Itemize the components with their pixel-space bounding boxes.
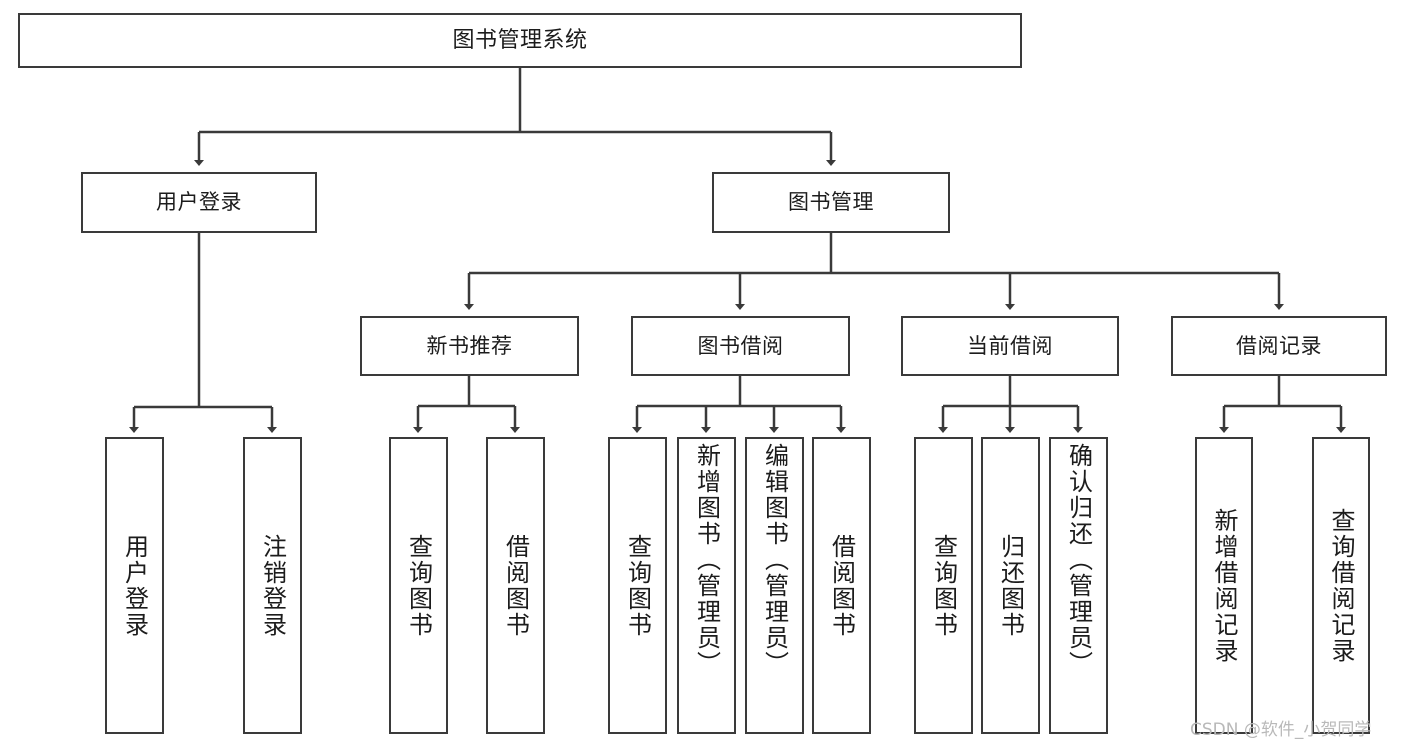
node-label: 查询借阅记录	[1327, 507, 1355, 664]
node-label: 查询图书	[404, 533, 433, 638]
node-book-borrow[interactable]: 图书借阅	[631, 316, 850, 376]
leaf-current-query-book[interactable]: 查询图书	[914, 437, 973, 734]
node-root-book-management-system[interactable]: 图书管理系统	[18, 13, 1022, 68]
node-label: 图书管理系统	[452, 27, 588, 53]
leaf-recommend-query-book[interactable]: 查询图书	[389, 437, 448, 734]
node-label: 查询图书	[929, 533, 958, 638]
leaf-borrow-add-book-admin[interactable]: 新增图书（管理员）	[677, 437, 736, 734]
node-label: 编辑图书（管理员）	[760, 443, 789, 677]
node-label: 新书推荐	[426, 333, 513, 358]
node-new-book-recommend[interactable]: 新书推荐	[360, 316, 579, 376]
leaf-borrow-borrow-book[interactable]: 借阅图书	[812, 437, 871, 734]
leaf-current-confirm-return-admin[interactable]: 确认归还（管理员）	[1049, 437, 1108, 734]
node-label: 新增借阅记录	[1210, 507, 1238, 664]
leaf-borrow-query-book[interactable]: 查询图书	[608, 437, 667, 734]
csdn-watermark: CSDN @软件_小贺同学	[1190, 720, 1372, 740]
node-label: 当前借阅	[967, 333, 1053, 358]
node-label: 用户登录	[156, 190, 242, 214]
node-borrow-record[interactable]: 借阅记录	[1171, 316, 1387, 376]
node-label: 注销登录	[258, 533, 287, 638]
node-label: 借阅记录	[1236, 333, 1322, 358]
node-label: 图书借阅	[697, 333, 784, 358]
node-label: 归还图书	[996, 533, 1025, 638]
node-user-login[interactable]: 用户登录	[81, 172, 317, 233]
leaf-record-add-borrow-record[interactable]: 新增借阅记录	[1195, 437, 1253, 734]
node-book-management[interactable]: 图书管理	[712, 172, 950, 233]
node-label: 借阅图书	[501, 533, 530, 638]
leaf-recommend-borrow-book[interactable]: 借阅图书	[486, 437, 545, 734]
node-label: 确认归还（管理员）	[1064, 443, 1093, 677]
node-label: 图书管理	[788, 190, 874, 214]
leaf-borrow-edit-book-admin[interactable]: 编辑图书（管理员）	[745, 437, 804, 734]
node-current-borrow[interactable]: 当前借阅	[901, 316, 1119, 376]
node-label: 借阅图书	[827, 533, 856, 638]
node-label: 新增图书（管理员）	[692, 443, 721, 677]
leaf-user-login-login[interactable]: 用户登录	[105, 437, 164, 734]
leaf-user-login-logout[interactable]: 注销登录	[243, 437, 302, 734]
node-label: 查询图书	[623, 533, 652, 638]
leaf-record-query-borrow-record[interactable]: 查询借阅记录	[1312, 437, 1370, 734]
node-label: 用户登录	[120, 533, 149, 638]
leaf-current-return-book[interactable]: 归还图书	[981, 437, 1040, 734]
